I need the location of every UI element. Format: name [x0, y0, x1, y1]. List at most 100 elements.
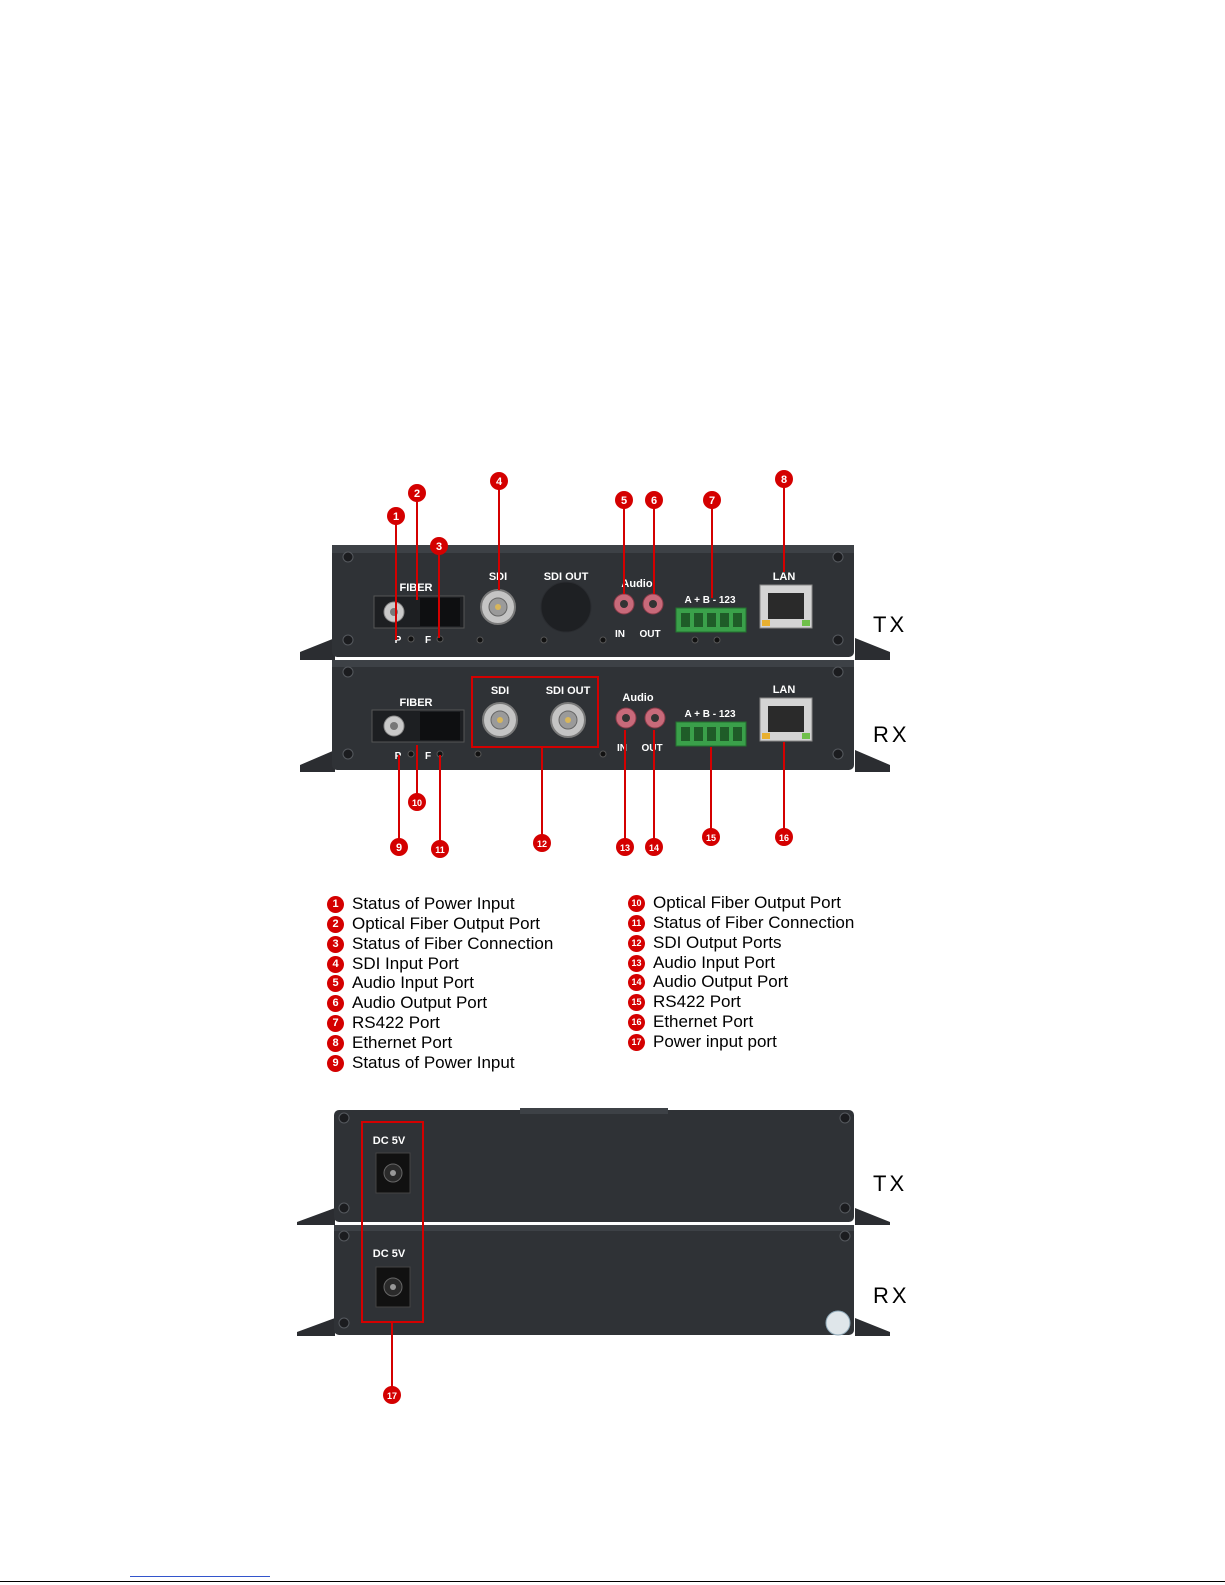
callout-16: 16 — [775, 828, 793, 846]
front-tx-f-label: F — [425, 635, 431, 646]
front-tx-lan-label: LAN — [773, 571, 796, 583]
svg-text:11: 11 — [435, 845, 445, 855]
svg-text:4: 4 — [496, 476, 503, 488]
callout-15: 15 — [702, 828, 720, 846]
legend-text: Audio Input Port — [352, 973, 474, 992]
front-rx-lan-label: LAN — [773, 684, 796, 696]
screw-icon — [832, 666, 844, 678]
dc-jack-icon — [375, 1152, 411, 1194]
svg-text:16: 16 — [779, 833, 789, 843]
legend-badge: 9 — [327, 1054, 344, 1072]
legend-item: 8 Ethernet Port — [327, 1033, 452, 1053]
legend-item: 13 Audio Input Port — [628, 953, 775, 973]
front-rx-tag: RX — [873, 722, 910, 747]
led-icon — [407, 750, 415, 758]
callout-3: 3 — [430, 537, 448, 555]
legend-item: 14 Audio Output Port — [628, 972, 788, 992]
legend-text: Optical Fiber Output Port — [352, 914, 541, 933]
legend-badge: 11 — [628, 914, 645, 932]
footer-link-underline — [130, 1576, 270, 1577]
callout-12: 12 — [533, 834, 551, 852]
front-tx-out-label: OUT — [639, 629, 660, 640]
legend-item: 4 SDI Input Port — [327, 954, 459, 974]
legend-text: Power input port — [653, 1032, 777, 1051]
rear-rx-tag: RX — [873, 1283, 910, 1308]
screw-icon — [839, 1112, 851, 1124]
callout-17: 17 — [383, 1386, 401, 1404]
legend-badge: 17 — [628, 1033, 645, 1051]
front-tx-in-label: IN — [615, 629, 625, 640]
svg-text:12: 12 — [537, 839, 547, 849]
svg-text:15: 15 — [706, 833, 716, 843]
front-rx-f-label: F — [425, 751, 431, 762]
callout-9: 9 — [390, 838, 408, 856]
screw-icon — [338, 1230, 350, 1242]
legend-text: Audio Output Port — [352, 993, 488, 1012]
callout-14: 14 — [645, 838, 663, 856]
legend-text: Status of Fiber Connection — [352, 934, 554, 953]
front-rx-rs422-label: A + B - 123 — [684, 709, 735, 720]
svg-text:1: 1 — [393, 511, 399, 523]
rear-rx-right-flange — [855, 1318, 890, 1336]
legend-text: SDI Output Ports — [653, 933, 782, 952]
front-rx-unit: FIBER SDI SDI OUT Audio A + B - 123 LAN … — [300, 660, 890, 772]
legend-badge: 16 — [628, 1013, 645, 1031]
svg-text:2: 2 — [414, 488, 420, 500]
sdi-out-cap-icon — [540, 581, 592, 633]
screw-icon — [338, 1317, 350, 1329]
svg-text:13: 13 — [620, 843, 630, 853]
legend-text: Audio Input Port — [653, 953, 775, 972]
rear-rx-chassis — [334, 1225, 854, 1335]
front-tx-tag: TX — [873, 612, 907, 637]
legend-badge: 7 — [327, 1014, 344, 1032]
front-tx-top-edge — [332, 545, 854, 553]
legend-item: 5 Audio Input Port — [327, 973, 474, 993]
screw-icon — [342, 748, 354, 760]
svg-text:14: 14 — [649, 843, 659, 853]
front-rx-right-flange — [855, 750, 890, 772]
legend-badge: 6 — [327, 994, 344, 1012]
front-rx-sdi-out-label: SDI OUT — [546, 685, 591, 697]
legend-text: Audio Output Port — [653, 972, 789, 991]
callout-10: 10 — [408, 793, 426, 811]
rear-tx-tag: TX — [873, 1171, 907, 1196]
front-rx-left-flange — [300, 750, 335, 772]
callout-2: 2 — [408, 484, 426, 502]
front-rx-in-label: IN — [617, 743, 627, 754]
legend-text: Ethernet Port — [653, 1012, 754, 1031]
screw-icon — [839, 1230, 851, 1242]
screw-icon — [832, 551, 844, 563]
front-tx-sdi-out-label: SDI OUT — [544, 571, 589, 583]
legend-badge: 14 — [628, 973, 645, 991]
svg-text:5: 5 — [621, 495, 627, 507]
legend-badge: 1 — [327, 895, 344, 913]
screw-icon — [342, 634, 354, 646]
callout-8: 8 — [775, 470, 793, 488]
legend-item: 17 Power input port — [628, 1032, 777, 1052]
front-tx-right-flange — [855, 638, 890, 660]
svg-text:9: 9 — [396, 842, 402, 854]
screw-icon — [832, 634, 844, 646]
svg-text:10: 10 — [412, 798, 422, 808]
front-rx-sdi-label: SDI — [491, 685, 509, 697]
legend-badge: 4 — [327, 955, 344, 973]
legend-text: Ethernet Port — [352, 1033, 453, 1052]
svg-text:8: 8 — [781, 474, 787, 486]
legend-badge: 10 — [628, 894, 645, 912]
page-bottom-rule — [0, 1581, 1225, 1582]
legend-badge: 8 — [327, 1034, 344, 1052]
rear-tx-unit: DC 5V — [297, 1108, 890, 1225]
legend-item: 11 Status of Fiber Connection — [628, 913, 854, 933]
sticker-icon — [825, 1310, 851, 1336]
legend-text: RS422 Port — [653, 992, 741, 1011]
legend-item: 10 Optical Fiber Output Port — [628, 893, 841, 913]
front-callouts: 1 2 3 4 5 6 7 — [387, 470, 793, 858]
sdi-output-highlight — [471, 676, 599, 748]
svg-text:6: 6 — [651, 495, 657, 507]
callout-13: 13 — [616, 838, 634, 856]
rear-rx-dc-label: DC 5V — [373, 1248, 406, 1260]
screw-icon — [338, 1112, 350, 1124]
front-tx-audio-label: Audio — [621, 578, 652, 590]
legend-text: Status of Power Input — [352, 1053, 515, 1072]
